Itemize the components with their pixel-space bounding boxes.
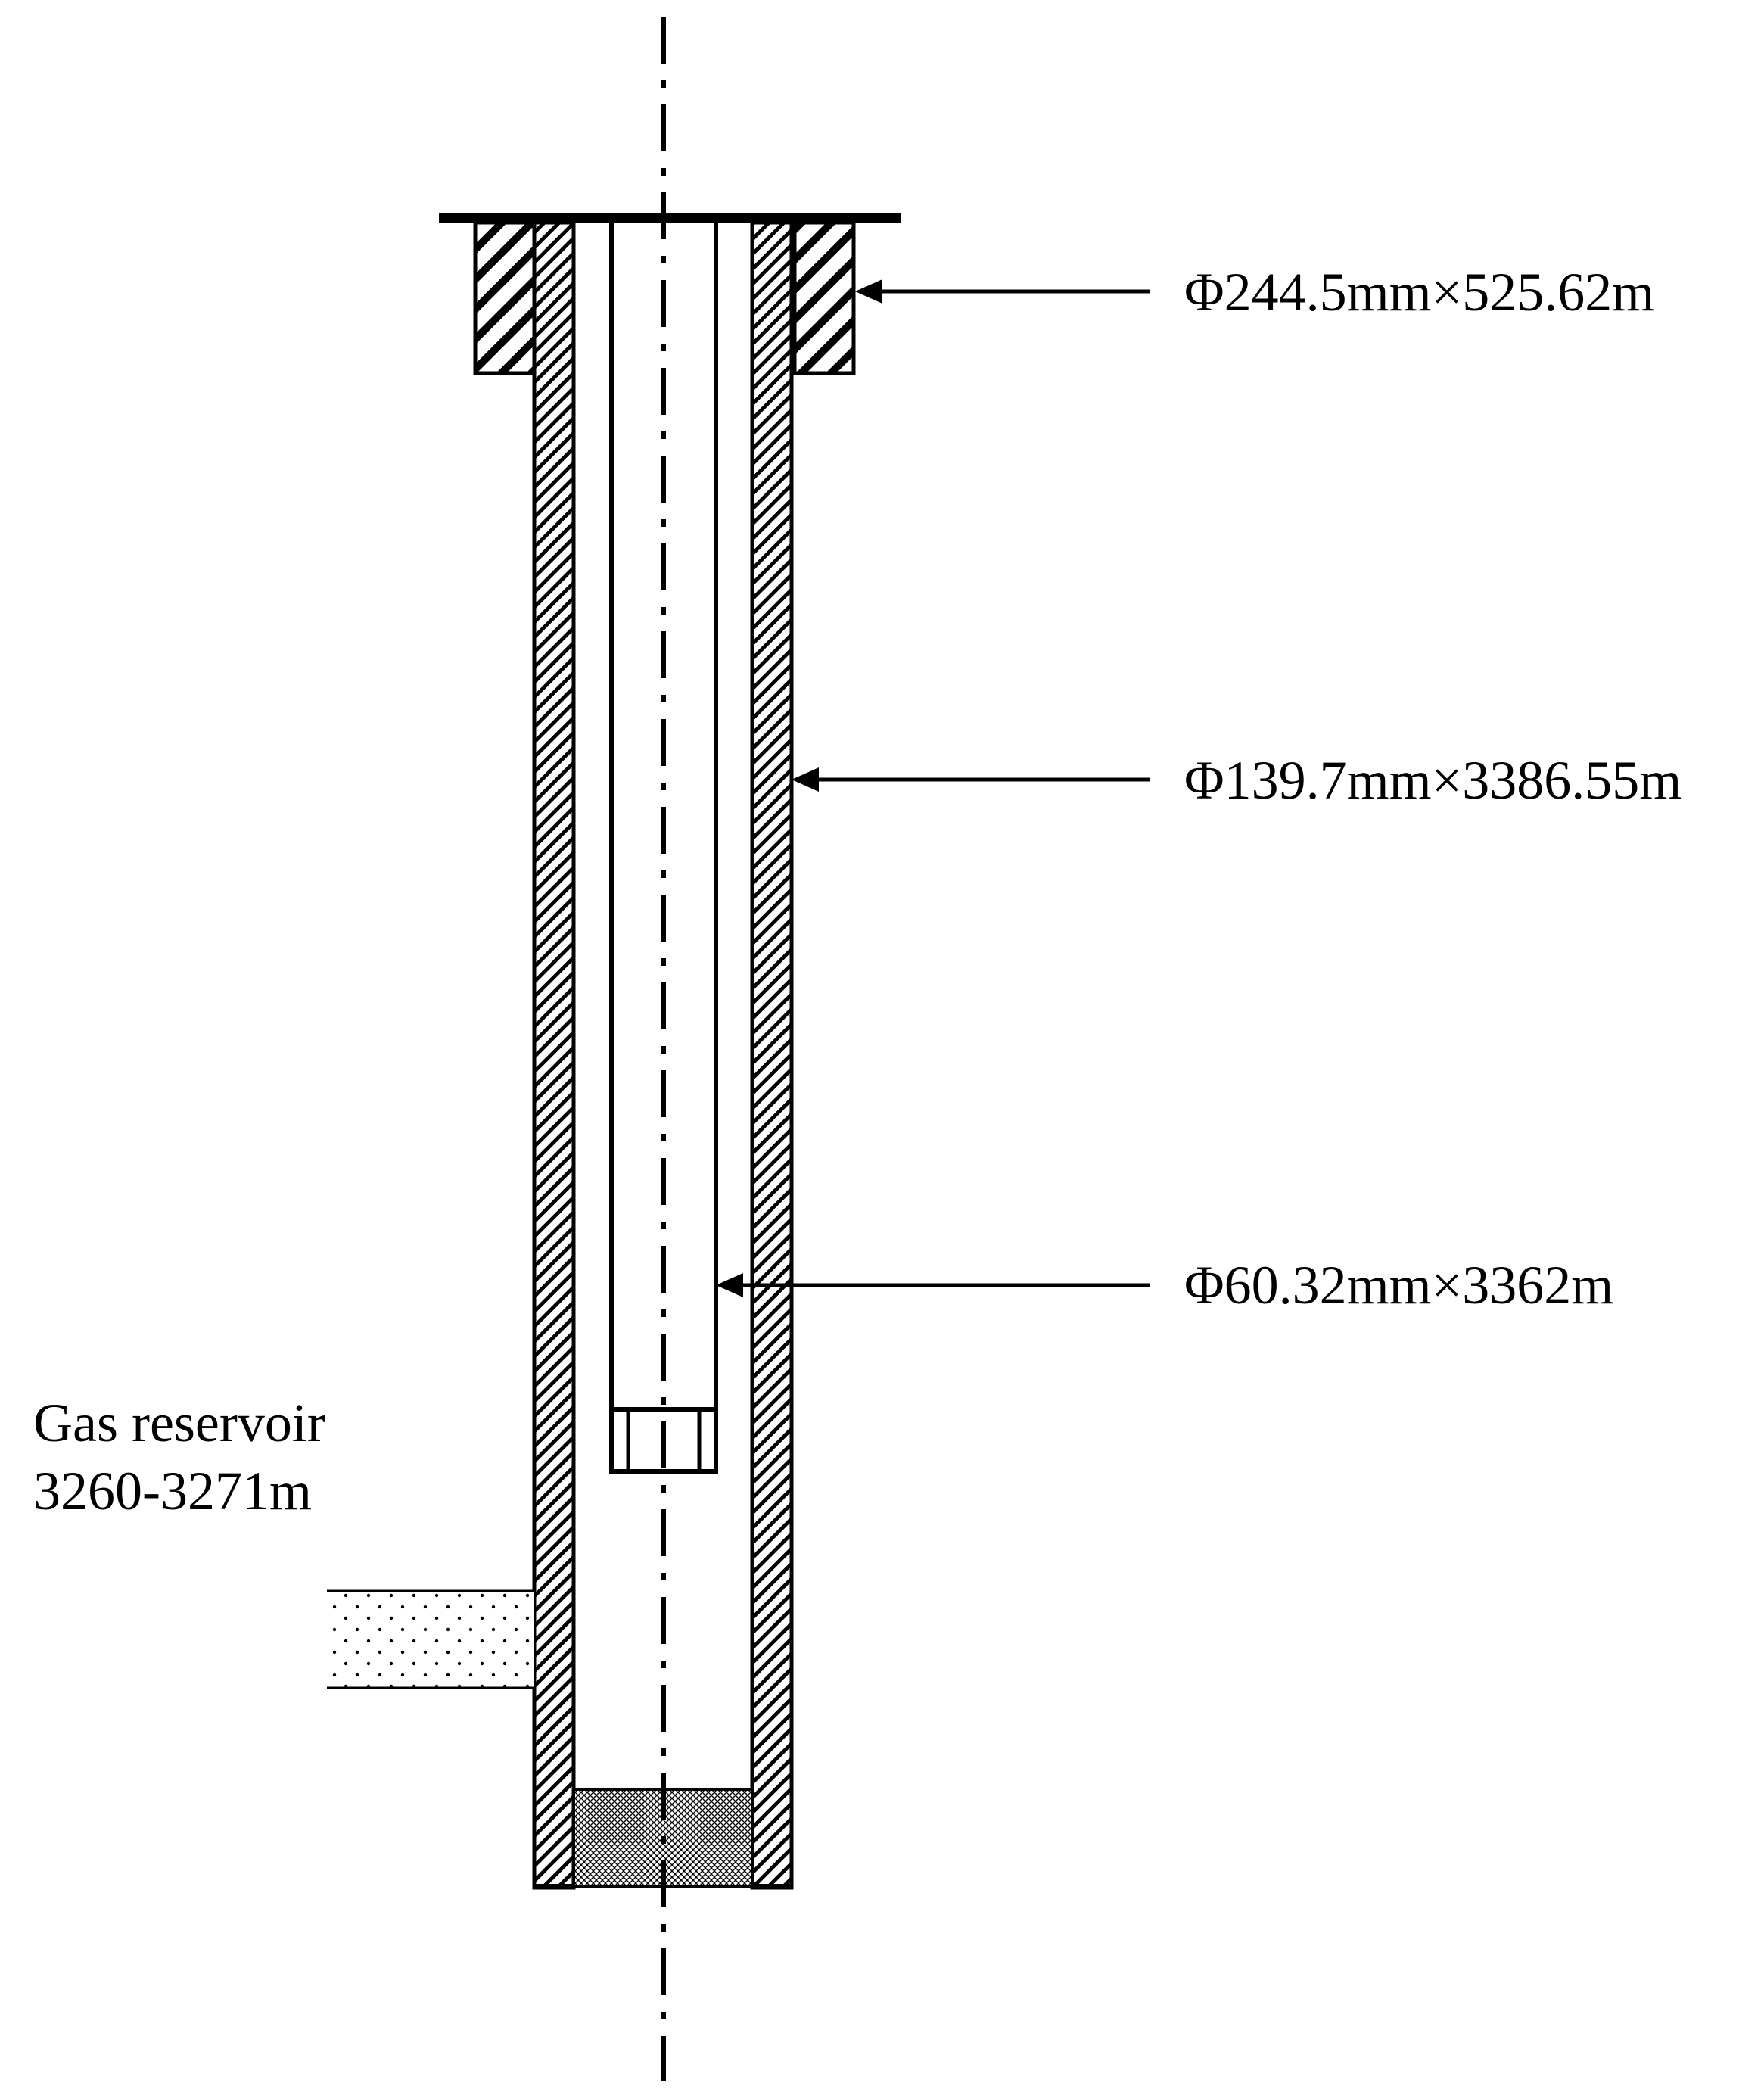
surface-casing-right (792, 220, 856, 375)
tubing-label: Φ60.32mm×3362m (1184, 1255, 1613, 1315)
tubing-string (609, 223, 718, 1474)
surface-casing-left (473, 220, 537, 375)
leader-surface-casing (855, 279, 1150, 304)
reservoir-zone (327, 1589, 534, 1689)
arrowhead-icon (792, 767, 819, 792)
arrowhead-icon (855, 279, 882, 304)
leader-production-casing (792, 767, 1150, 792)
leader-tubing (716, 1273, 1150, 1297)
arrowhead-icon (716, 1273, 743, 1297)
production-casing-right-wall (750, 220, 794, 1890)
production-casing-left-wall (532, 220, 576, 1890)
production-casing (532, 220, 794, 1890)
production-casing-label: Φ139.7mm×3386.55m (1184, 750, 1682, 811)
reservoir-title: Gas reservoir (33, 1393, 325, 1453)
surface-casing-label: Φ244.5mm×525.62m (1184, 262, 1654, 322)
reservoir-depth: 3260-3271m (33, 1461, 312, 1521)
